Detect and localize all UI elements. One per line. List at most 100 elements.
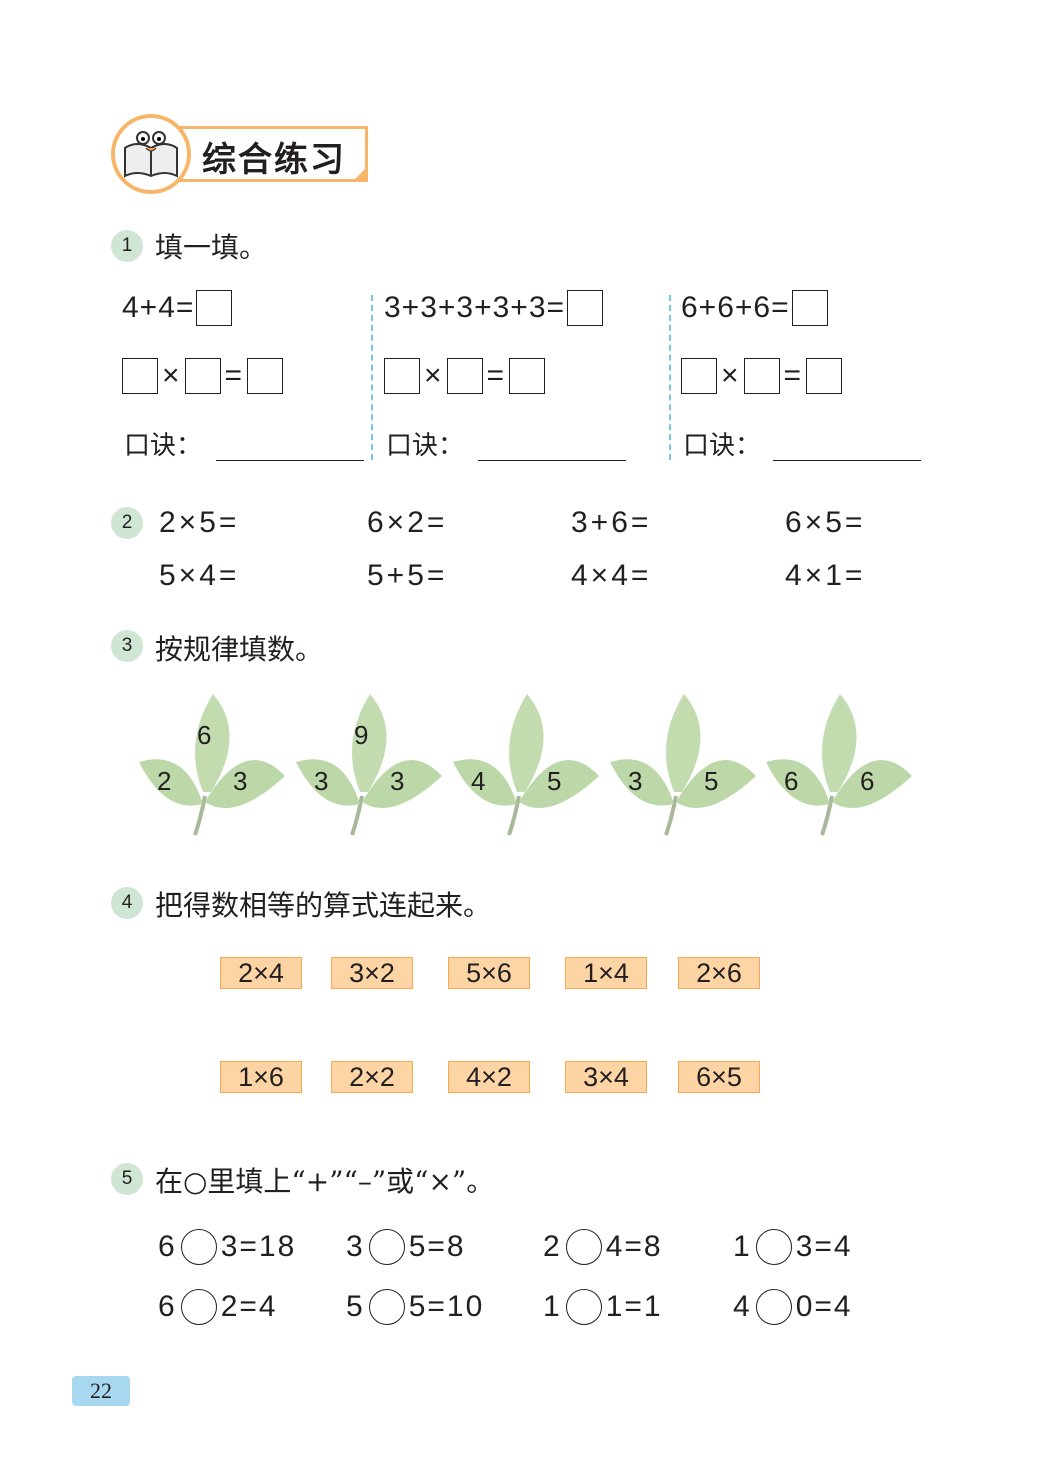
sum-row: 3+3+3+3+3= [384, 290, 604, 326]
book-mascot-icon [111, 114, 191, 194]
multiplication-row: ×= [122, 358, 284, 394]
times-sign: × [162, 359, 181, 392]
expression-card[interactable]: 3×2 [331, 957, 413, 989]
expression-card[interactable]: 1×6 [220, 1061, 302, 1093]
equation-rest: 5=8 [408, 1230, 466, 1263]
multiplication-row: ×= [384, 358, 546, 394]
equals-sign: = [224, 359, 244, 392]
calc-expression[interactable]: 4×1= [785, 559, 866, 592]
operand: 4 [733, 1290, 752, 1323]
operator-circle[interactable] [368, 1229, 405, 1265]
answer-box[interactable] [184, 358, 221, 394]
expression-card[interactable]: 5×6 [448, 957, 530, 989]
leaf-number: 3 [233, 766, 249, 796]
answer-box[interactable] [806, 358, 843, 394]
koujue-label: 口诀： [386, 431, 465, 461]
calc-expression[interactable]: 5+5= [367, 559, 448, 592]
leaf-number: 6 [197, 720, 213, 750]
answer-box[interactable] [567, 290, 604, 326]
operator-circle[interactable] [565, 1289, 602, 1325]
operand: 3 [346, 1230, 365, 1263]
leaf-blank[interactable] [824, 720, 848, 750]
koujue-answer-line[interactable] [773, 432, 921, 461]
operand: 1 [733, 1230, 752, 1263]
expression-card[interactable]: 2×2 [331, 1061, 413, 1093]
leaf-number: 6 [784, 766, 800, 796]
expression-card[interactable]: 6×5 [678, 1061, 760, 1093]
answer-box[interactable] [743, 358, 780, 394]
expression-card[interactable]: 2×6 [678, 957, 760, 989]
expression-card[interactable]: 3×4 [565, 1061, 647, 1093]
operator-circle[interactable] [180, 1229, 217, 1265]
leaf-blank[interactable] [511, 720, 535, 750]
answer-box[interactable] [446, 358, 483, 394]
leaf-icon [139, 694, 285, 836]
leaf-number: 3 [628, 766, 644, 796]
operator-circle[interactable] [180, 1289, 217, 1325]
calc-expression[interactable]: 2×5= [159, 506, 240, 539]
question-title: 把得数相等的算式连起来。 [155, 889, 492, 922]
operator-equation: 3 5=8 [346, 1229, 466, 1265]
answer-box[interactable] [247, 358, 284, 394]
multiplication-row: ×= [681, 358, 843, 394]
calc-expression[interactable]: 6×5= [785, 506, 866, 539]
operator-circle[interactable] [755, 1229, 792, 1265]
question-number: 1 [111, 230, 143, 262]
operator-equation: 4 0=4 [733, 1289, 853, 1325]
sum-expression: 6+6+6= [681, 291, 790, 324]
page-number: 22 [72, 1376, 130, 1406]
leaf-blank[interactable] [668, 720, 692, 750]
sum-row: 6+6+6= [681, 290, 828, 326]
sum-expression: 4+4= [122, 291, 195, 324]
expression-card[interactable]: 2×4 [220, 957, 302, 989]
answer-box[interactable] [196, 290, 233, 326]
calc-expression[interactable]: 5×4= [159, 559, 240, 592]
expression-card[interactable]: 1×4 [565, 957, 647, 989]
equation-rest: 0=4 [795, 1290, 853, 1323]
leaf-icon [296, 694, 442, 836]
calc-expression[interactable]: 4×4= [571, 559, 652, 592]
operator-circle[interactable] [368, 1289, 405, 1325]
answer-box[interactable] [384, 358, 420, 394]
answer-box[interactable] [509, 358, 546, 394]
question-number: 4 [111, 887, 143, 919]
expression-card[interactable]: 4×2 [448, 1061, 530, 1093]
equation-rest: 1=1 [605, 1290, 663, 1323]
answer-box[interactable] [122, 358, 158, 394]
koujue-label: 口诀： [124, 431, 203, 461]
operator-circle[interactable] [565, 1229, 602, 1265]
leaf-icon [453, 694, 599, 836]
operand: 5 [346, 1290, 365, 1323]
equation-rest: 3=18 [220, 1230, 297, 1263]
sum-expression: 3+3+3+3+3= [384, 291, 566, 324]
equals-sign: = [486, 359, 506, 392]
question-number: 2 [111, 507, 143, 539]
equals-sign: = [783, 359, 803, 392]
calc-expression[interactable]: 6×2= [367, 506, 448, 539]
leaf-number: 2 [157, 766, 173, 796]
koujue-answer-line[interactable] [216, 432, 364, 461]
leaf-number: 3 [390, 766, 406, 796]
equation-rest: 5=10 [408, 1290, 485, 1323]
koujue-label: 口诀： [683, 431, 762, 461]
answer-box[interactable] [681, 358, 717, 394]
operator-circle[interactable] [755, 1289, 792, 1325]
operand: 6 [158, 1230, 177, 1263]
leaf-number: 6 [860, 766, 876, 796]
koujue-answer-line[interactable] [478, 432, 626, 461]
dashed-divider [669, 295, 671, 460]
question-title: 在○里填上“+”“–”或“×”。 [155, 1165, 495, 1198]
title-banner [180, 126, 368, 182]
calc-expression[interactable]: 3+6= [571, 506, 652, 539]
answer-box[interactable] [791, 290, 828, 326]
dashed-divider [371, 295, 373, 460]
leaf-number: 5 [704, 766, 720, 796]
